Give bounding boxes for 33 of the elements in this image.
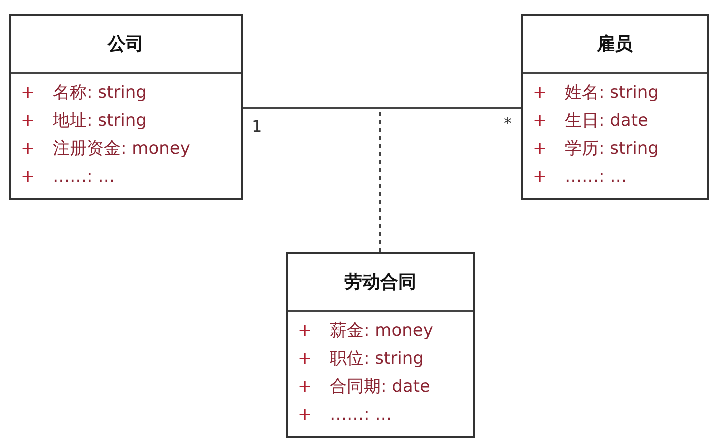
attribute-text: 薪金: money xyxy=(330,320,434,343)
attribute-text: 生日: date xyxy=(565,110,648,133)
class-box xyxy=(9,14,243,200)
visibility-sign: + xyxy=(21,166,36,189)
class-name: 劳动合同 xyxy=(344,271,416,294)
class-name: 雇员 xyxy=(597,33,633,56)
visibility-sign: + xyxy=(298,404,312,427)
visibility-sign: + xyxy=(298,376,312,399)
visibility-sign: + xyxy=(21,82,36,105)
class-box xyxy=(521,14,709,200)
class-box xyxy=(286,252,475,438)
attribute-text: ……: … xyxy=(565,166,628,189)
attribute-text: 地址: string xyxy=(53,110,147,133)
multiplicity-label: 1 xyxy=(252,117,262,136)
association-line xyxy=(243,107,521,109)
attribute-text: 名称: string xyxy=(53,82,147,105)
visibility-sign: + xyxy=(533,138,548,161)
attribute-text: 合同期: date xyxy=(330,376,430,399)
attribute-text: ……: … xyxy=(53,166,116,189)
attribute-text: 学历: string xyxy=(565,138,659,161)
visibility-sign: + xyxy=(298,320,312,343)
visibility-sign: + xyxy=(21,110,36,133)
class-name: 公司 xyxy=(108,33,144,56)
attribute-text: 注册资金: money xyxy=(53,138,190,161)
visibility-sign: + xyxy=(533,110,548,133)
attribute-text: 姓名: string xyxy=(565,82,659,105)
attribute-text: 职位: string xyxy=(330,348,424,371)
visibility-sign: + xyxy=(21,138,36,161)
visibility-sign: + xyxy=(533,166,548,189)
visibility-sign: + xyxy=(533,82,548,105)
visibility-sign: + xyxy=(298,348,312,371)
attribute-text: ……: … xyxy=(330,404,392,427)
multiplicity-label: * xyxy=(504,114,512,133)
